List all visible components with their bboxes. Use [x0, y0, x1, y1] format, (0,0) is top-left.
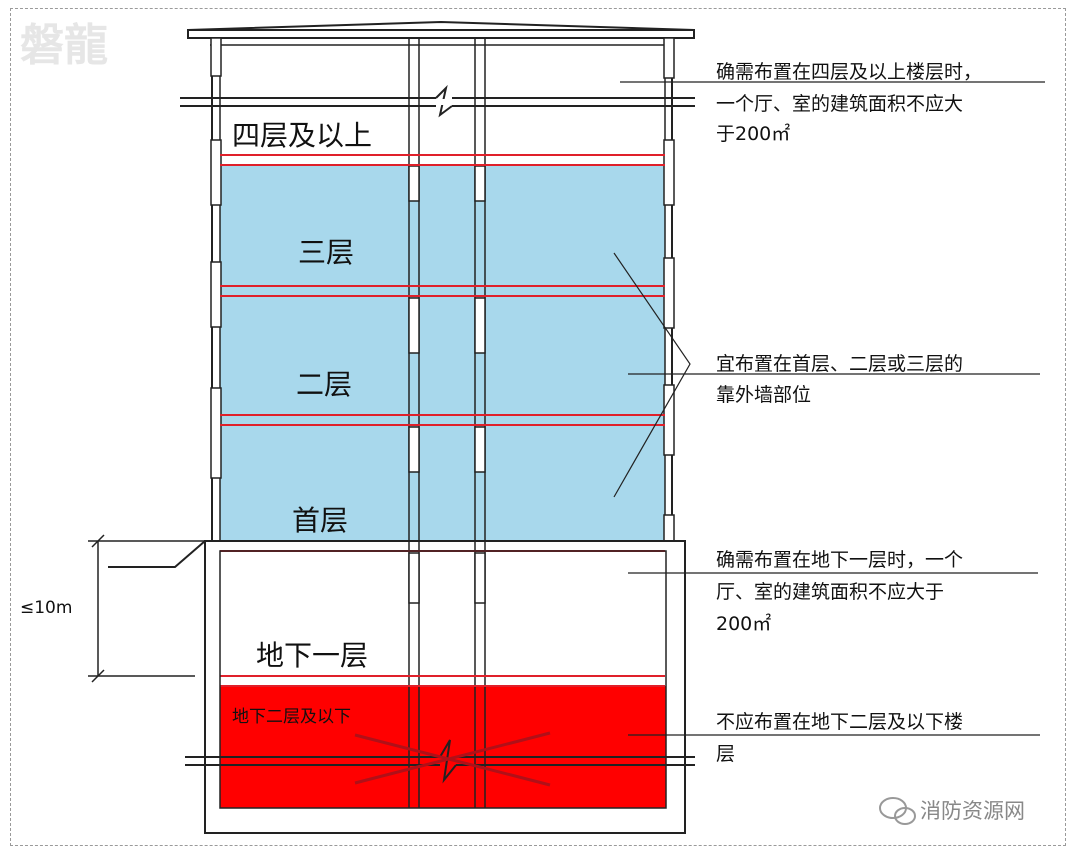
wechat-icon: [879, 797, 916, 825]
depth-dimension: [88, 534, 205, 683]
preferred-zone: [220, 166, 665, 541]
prohibited-zone: [220, 686, 666, 808]
upper-break-lines: [180, 84, 695, 118]
svg-text:厅、室的建筑面积不应大于: 厅、室的建筑面积不应大于: [716, 581, 944, 603]
dashed-border: [10, 8, 1066, 846]
svg-text:200㎡: 200㎡: [716, 612, 771, 635]
shaft-openings: [408, 165, 486, 604]
floor-label-b2: 地下二层及以下: [232, 707, 351, 727]
svg-text:一个厅、室的建筑面积不应大: 一个厅、室的建筑面积不应大: [716, 93, 963, 115]
note-basement-1: 确需布置在地下一层时，一个 厅、室的建筑面积不应大于 200㎡: [716, 549, 963, 635]
lower-break-lines: [185, 739, 695, 784]
floor-label-3: 三层: [298, 236, 354, 269]
svg-text:靠外墙部位: 靠外墙部位: [716, 384, 811, 406]
floor-label-2: 二层: [296, 368, 352, 401]
svg-text:确需布置在四层及以上楼层时，: 确需布置在四层及以上楼层时，: [716, 61, 982, 83]
note-preferred-floors: 宜布置在首层、二层或三层的 靠外墙部位: [716, 353, 963, 406]
prohibited-cross: [354, 731, 551, 787]
svg-text:于200㎡: 于200㎡: [716, 122, 790, 145]
ground-line: [108, 540, 206, 568]
note-basement-2: 不应布置在地下二层及以下楼 层: [716, 711, 963, 765]
break-gap: [436, 99, 452, 105]
roof-ridge: [187, 20, 695, 31]
floor-label-b1: 地下一层: [256, 639, 368, 672]
left-windows: [210, 37, 222, 479]
roof: [187, 29, 695, 39]
basement-inner-wall: [219, 550, 667, 809]
note-upper-floors: 确需布置在四层及以上楼层时， 一个厅、室的建筑面积不应大 于200㎡: [716, 61, 982, 145]
right-windows: [663, 37, 675, 542]
depth-label: ≤10m: [20, 598, 72, 618]
svg-text:层: 层: [716, 743, 735, 765]
watermark: 磐龍: [20, 20, 108, 71]
svg-text:不应布置在地下二层及以下楼: 不应布置在地下二层及以下楼: [716, 711, 963, 733]
leader-lines: [613, 81, 1045, 736]
svg-text:确需布置在地下一层时，一个: 确需布置在地下一层时，一个: [716, 549, 963, 571]
basement-outer-wall: [204, 540, 686, 834]
floor-label-4-plus: 四层及以上: [232, 119, 372, 152]
brand-name: 消防资源网: [920, 799, 1025, 823]
floor-label-1: 首层: [292, 504, 348, 537]
svg-text:宜布置在首层、二层或三层的: 宜布置在首层、二层或三层的: [716, 353, 963, 375]
